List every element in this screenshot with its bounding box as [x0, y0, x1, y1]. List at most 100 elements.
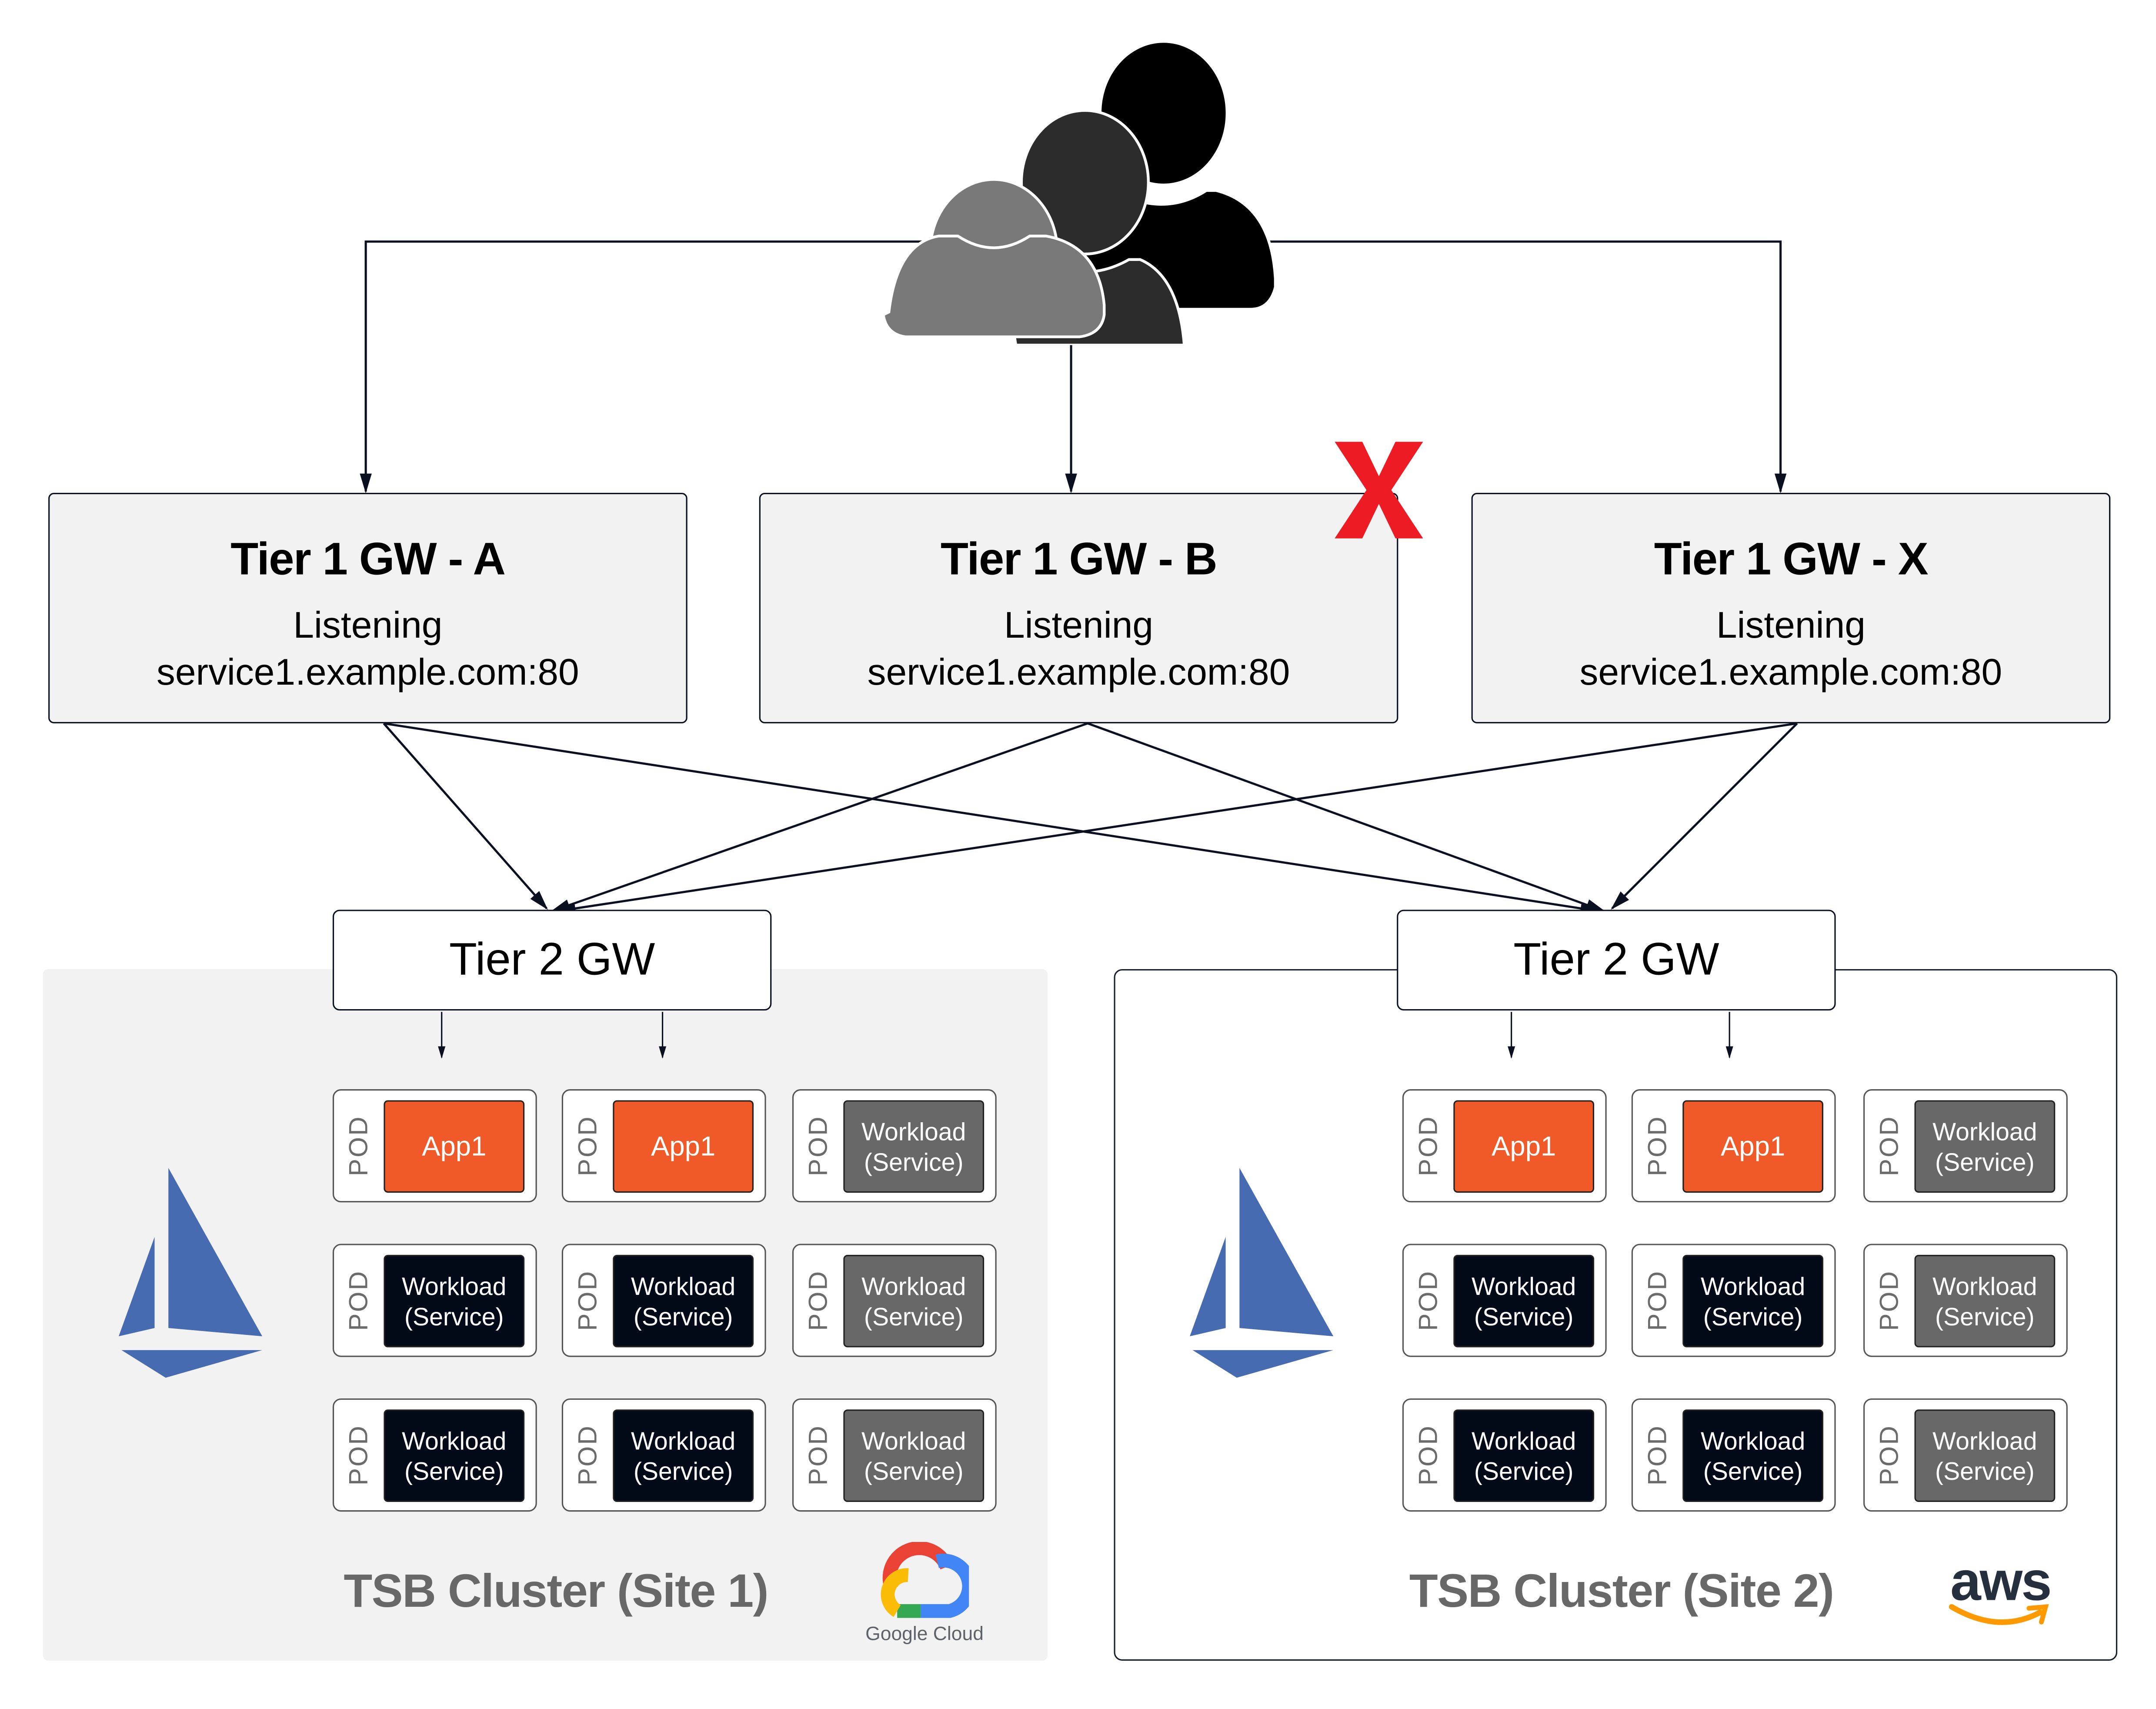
workload-name: Workload: [1472, 1427, 1576, 1455]
gateway-title: Tier 1 GW - X: [1654, 533, 1929, 584]
pod-card[interactable]: POD Workload(Service): [332, 1244, 537, 1357]
pod-card[interactable]: POD Workload(Service): [1631, 1398, 1836, 1512]
gateway-host: service1.example.com:80: [867, 651, 1290, 693]
workload-type: (Service): [1703, 1457, 1803, 1485]
pod-card[interactable]: POD App1: [1631, 1089, 1836, 1203]
aws-wordmark: aws: [1950, 1552, 2052, 1612]
pod-label-text: POD: [1415, 1270, 1444, 1331]
tier1-gateway-x[interactable]: Tier 1 GW - X Listening service1.example…: [1471, 493, 2111, 724]
pod-label-text: POD: [574, 1270, 604, 1331]
workload-type: (Service): [864, 1457, 964, 1485]
gateway-status: Listening: [1716, 605, 1866, 646]
service-workload: Workload(Service): [613, 1409, 754, 1502]
edge-gw-b-to-t2-right: [1087, 722, 1606, 913]
workload-type: (Service): [864, 1302, 964, 1330]
workload-name: Workload: [631, 1272, 736, 1300]
workload-type: (Service): [404, 1457, 504, 1485]
workload-type: (Service): [404, 1302, 504, 1330]
pod-label-text: POD: [574, 1424, 604, 1486]
google-cloud-wordmark: Google Cloud: [865, 1622, 984, 1644]
edge-gw-x-to-t2-left: [555, 722, 1798, 915]
pod-label-text: POD: [1876, 1270, 1905, 1331]
tier2-label: Tier 2 GW: [1513, 933, 1719, 984]
users-group-icon: [881, 41, 1277, 345]
tier2-gateway-site-2[interactable]: Tier 2 GW: [1397, 910, 1836, 1011]
pod-label: POD: [1870, 1245, 1912, 1356]
service-workload: Workload(Service): [1914, 1100, 2056, 1193]
pod-label-text: POD: [1644, 1424, 1673, 1486]
pod-label-text: POD: [574, 1115, 604, 1177]
pod-label: POD: [1870, 1400, 1912, 1510]
app-workload: App1: [1682, 1100, 1823, 1193]
edge-gw-a-to-t2-right: [384, 722, 1601, 914]
cluster-label-site-2: TSB Cluster (Site 2): [1409, 1565, 1834, 1618]
failure-x-icon: [1335, 441, 1423, 538]
google-cloud-icon: [881, 1542, 969, 1618]
pod-label-text: POD: [1415, 1115, 1444, 1177]
workload-name: Workload: [1932, 1427, 2037, 1455]
service-workload: Workload(Service): [1682, 1254, 1823, 1348]
gateway-status: Listening: [293, 605, 443, 646]
pod-label: POD: [1639, 1090, 1680, 1201]
pod-label: POD: [799, 1400, 841, 1510]
pod-label: POD: [1409, 1090, 1451, 1201]
pod-label-text: POD: [345, 1270, 374, 1331]
edge-gw-x-to-t2-right: [1611, 722, 1798, 910]
pod-card[interactable]: POD App1: [561, 1089, 766, 1203]
pod-label: POD: [569, 1090, 610, 1201]
gateway-title: Tier 1 GW - B: [941, 533, 1218, 584]
pod-label: POD: [1639, 1245, 1680, 1356]
workload-name: Workload: [1472, 1272, 1576, 1300]
tier1-gateway-a[interactable]: Tier 1 GW - A Listening service1.example…: [48, 493, 688, 724]
service-workload: Workload(Service): [1453, 1409, 1595, 1502]
workload-name: App1: [1720, 1131, 1786, 1162]
pod-label-text: POD: [1876, 1424, 1905, 1486]
workload-type: (Service): [1703, 1302, 1803, 1330]
workload-type: (Service): [1935, 1302, 2035, 1330]
edge-gw-b-to-t2-left: [550, 722, 1088, 913]
edge-gw-a-to-t2-left: [383, 722, 548, 910]
workload-name: Workload: [402, 1427, 507, 1455]
pod-label-text: POD: [804, 1424, 834, 1486]
gateway-status: Listening: [1004, 605, 1154, 646]
workload-name: Workload: [861, 1272, 966, 1300]
gateway-host: service1.example.com:80: [1579, 651, 2002, 693]
workload-name: Workload: [1932, 1272, 2037, 1300]
pod-label: POD: [569, 1245, 610, 1356]
service-workload: Workload(Service): [384, 1409, 525, 1502]
workload-name: Workload: [861, 1427, 966, 1455]
workload-name: App1: [651, 1131, 716, 1162]
pod-card[interactable]: POD Workload(Service): [1863, 1244, 2068, 1357]
service-workload: Workload(Service): [613, 1254, 754, 1348]
service-workload: Workload(Service): [384, 1254, 525, 1348]
pod-card[interactable]: POD Workload(Service): [1863, 1089, 2068, 1203]
workload-type: (Service): [1935, 1147, 2035, 1176]
tier2-gateway-site-1[interactable]: Tier 2 GW: [332, 910, 772, 1011]
workload-name: Workload: [631, 1427, 736, 1455]
workload-name: Workload: [1700, 1427, 1806, 1455]
service-workload: Workload(Service): [843, 1100, 985, 1193]
pod-label: POD: [340, 1400, 381, 1510]
edge-users-to-gw-a: [360, 240, 966, 494]
pod-label-text: POD: [1876, 1115, 1905, 1177]
cluster-label-site-1: TSB Cluster (Site 1): [344, 1565, 768, 1618]
workload-type: (Service): [864, 1147, 964, 1176]
aws-smile-icon: [1949, 1604, 2049, 1625]
pod-label: POD: [340, 1245, 381, 1356]
pod-card[interactable]: POD Workload(Service): [792, 1398, 997, 1512]
pod-card[interactable]: POD Workload(Service): [561, 1398, 766, 1512]
pod-card[interactable]: POD App1: [1402, 1089, 1607, 1203]
pod-card[interactable]: POD Workload(Service): [561, 1244, 766, 1357]
tier1-gateway-b[interactable]: Tier 1 GW - B Listening service1.example…: [759, 493, 1398, 724]
app-workload: App1: [1453, 1100, 1595, 1193]
service-workload: Workload(Service): [843, 1254, 985, 1348]
